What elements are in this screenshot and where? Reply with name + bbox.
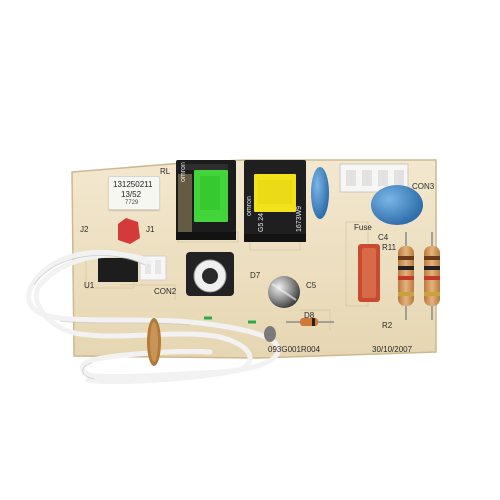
sticker-line-1: 131250211	[113, 180, 153, 189]
label-con3: CON3	[412, 182, 435, 191]
resistor-r11	[398, 232, 414, 320]
label-part-number: 093G001R004	[268, 345, 321, 354]
label-c4: C4	[378, 233, 389, 242]
sticker-line-2: 13/52	[121, 190, 142, 199]
label-fuse: Fuse	[354, 223, 372, 232]
relay-2	[244, 160, 306, 242]
relay-1	[176, 160, 236, 240]
capacitor-c5	[268, 276, 300, 308]
capacitor-blue-small	[311, 167, 329, 219]
potentiometer	[186, 252, 234, 296]
resistor-r2	[424, 232, 440, 320]
label-date: 30/10/2007	[372, 345, 413, 354]
label-rl: RL	[160, 167, 171, 176]
label-u1: U1	[84, 281, 95, 290]
fuse	[358, 244, 380, 302]
sensor-bead	[264, 326, 276, 342]
sticker-line-3: 7729	[125, 200, 139, 206]
relay-2-model: G5 24	[258, 212, 265, 232]
chip-u1	[98, 258, 138, 282]
label-r2: R2	[382, 321, 393, 330]
label-j1: J1	[146, 225, 155, 234]
wire-shadows	[33, 255, 191, 380]
label-c5: C5	[306, 281, 317, 290]
label-r11: R11	[382, 243, 397, 252]
label-d7: D7	[250, 271, 261, 280]
capacitor-blue-disc	[371, 185, 423, 225]
wire-green-marks	[204, 316, 256, 324]
diode-d8	[286, 318, 334, 326]
label-con2: CON2	[154, 287, 177, 296]
relay-2-code: 1673W9	[296, 205, 303, 232]
connector-j1	[118, 218, 140, 244]
relay-2-brand: omron	[246, 196, 253, 216]
label-j2: J2	[80, 225, 89, 234]
serial-sticker: 131250211 13/52 7729	[108, 176, 160, 210]
pcb-silkscreen-traces	[85, 221, 369, 330]
label-d8: D8	[304, 311, 315, 320]
relay-1-brand: omron	[180, 162, 187, 182]
cable-tie-band	[147, 318, 161, 366]
